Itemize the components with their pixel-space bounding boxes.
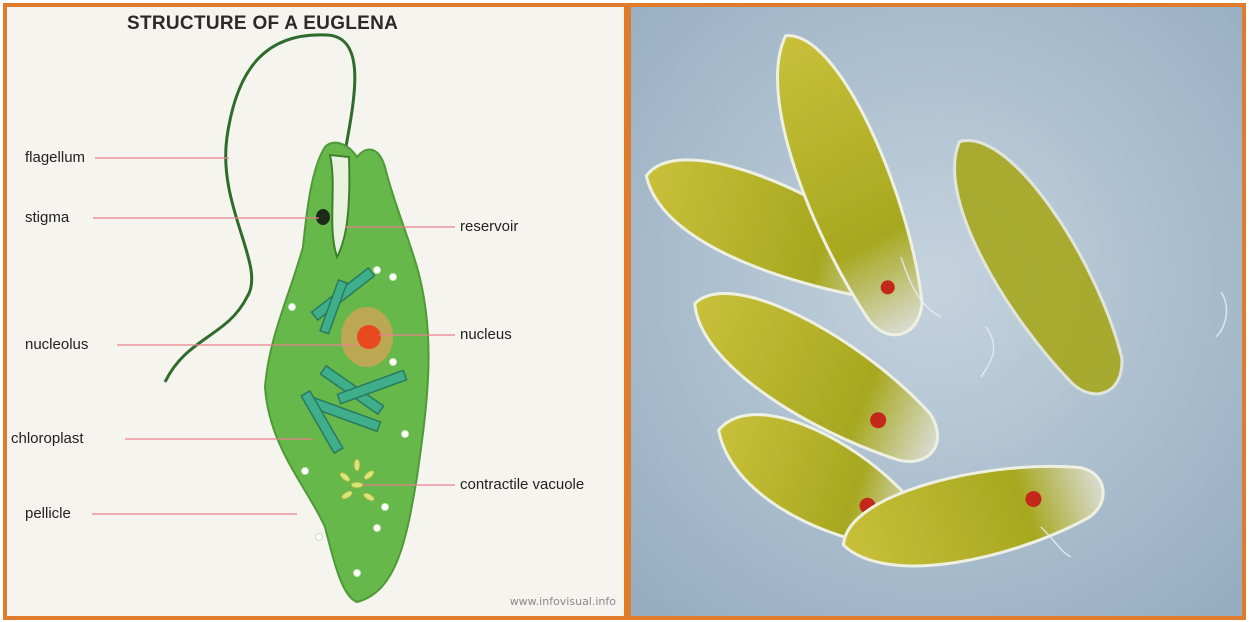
stigma-shape [316, 209, 330, 225]
label-chloroplast: chloroplast [11, 430, 84, 447]
label-flagellum: flagellum [25, 149, 85, 166]
nucleus-shape [357, 325, 381, 349]
euglena-diagram [7, 7, 624, 616]
watermark-text: www.infovisual.info [510, 595, 616, 608]
label-nucleolus: nucleolus [25, 336, 88, 353]
label-stigma: stigma [25, 209, 69, 226]
label-nucleus: nucleus [460, 326, 512, 343]
euglena-diagram-panel: STRUCTURE OF A EUGLENA [3, 3, 628, 620]
label-contractile-vacuole: contractile vacuole [460, 476, 584, 493]
euglena-photo-panel [627, 3, 1246, 620]
label-reservoir: reservoir [460, 218, 518, 235]
micrograph-image [631, 7, 1242, 616]
label-pellicle: pellicle [25, 505, 71, 522]
